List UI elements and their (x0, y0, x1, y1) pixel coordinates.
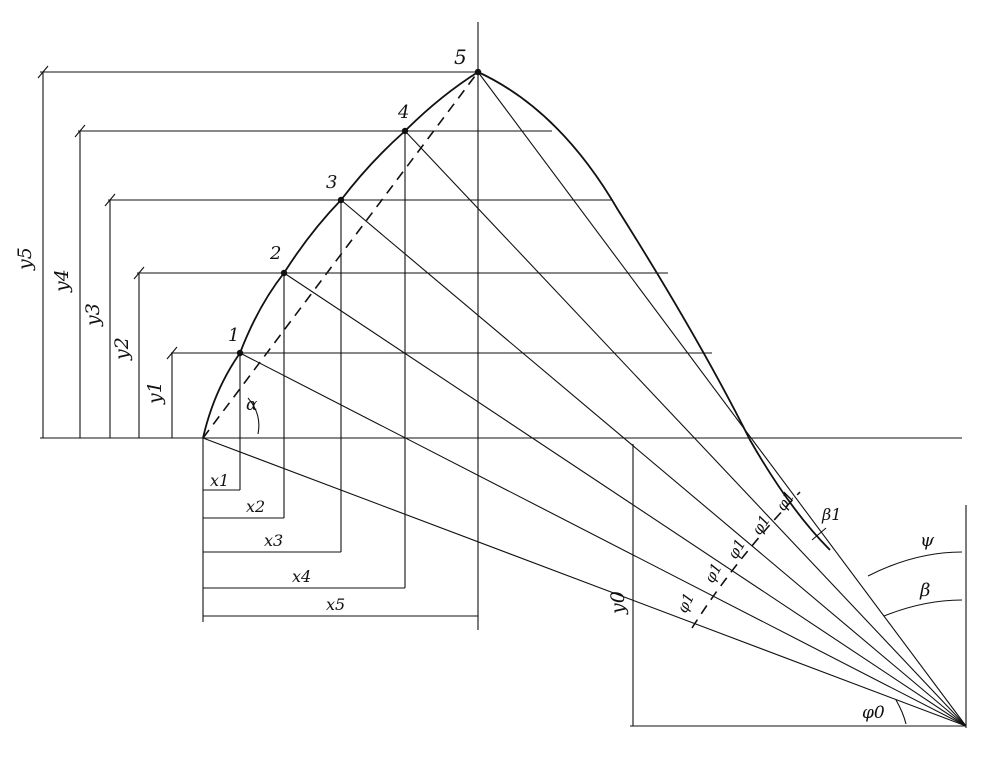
phi-label-c: φ1 (724, 536, 750, 562)
pole-rays (202, 71, 967, 727)
point-marker-3 (337, 196, 345, 204)
trajectory-curve (202, 70, 831, 551)
point-label-1: 1 (228, 325, 239, 346)
point-label-5: 5 (454, 45, 467, 69)
point-label-3: 3 (326, 172, 337, 193)
point-marker-4 (401, 127, 409, 135)
point-label-4: 4 (397, 102, 409, 123)
point-marker-5 (474, 68, 482, 76)
phi-label-d: φ1 (748, 512, 774, 539)
phi0-angle-arc (895, 699, 907, 725)
point-label-2: 2 (269, 243, 281, 264)
x5-label: x5 (326, 595, 345, 614)
alpha-label: α (246, 395, 258, 415)
beta1-pointer (811, 527, 827, 541)
psi-angle-arc (867, 551, 963, 577)
angle-arc-dashed (691, 491, 801, 629)
chord-dashed-line (202, 71, 479, 439)
point-marker-2 (280, 269, 288, 277)
y0-label: y0 (607, 591, 629, 615)
y5-label: y5 (14, 247, 36, 271)
beta-angle-arc (883, 599, 963, 617)
x4-label: x4 (292, 567, 311, 586)
beta-label: β (919, 580, 930, 601)
y1-label: y1 (144, 381, 166, 405)
y2-label: y2 (111, 337, 133, 361)
y-dimension-ticks (37, 65, 178, 360)
alpha-angle-arc (247, 397, 260, 435)
beta1-label: β1 (821, 505, 841, 524)
phi0-label: φ0 (862, 703, 885, 723)
y3-label: y3 (82, 303, 104, 327)
x2-label: x2 (246, 497, 265, 516)
y4-label: y4 (51, 269, 73, 293)
phi-label-a: φ1 (673, 590, 698, 616)
point-marker-1 (236, 349, 244, 357)
x3-label: x3 (264, 531, 283, 550)
phi-label-e: φ1 (772, 488, 798, 515)
x1-label: x1 (210, 471, 229, 490)
psi-label: ψ (920, 530, 935, 551)
